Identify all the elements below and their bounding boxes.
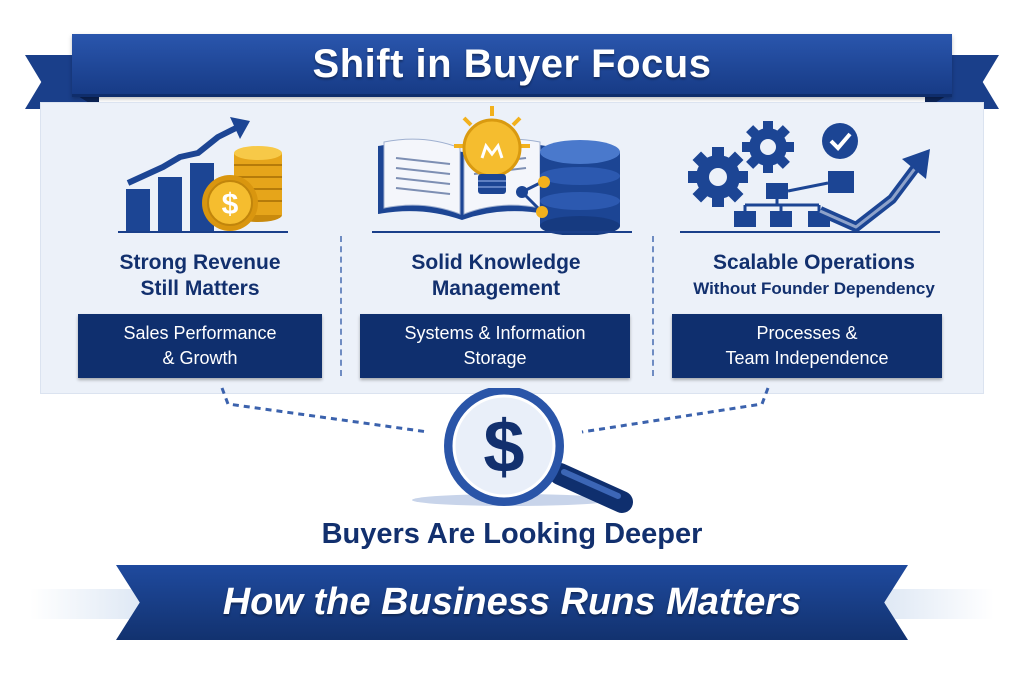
column-1-box-line-2: & Growth xyxy=(162,348,238,368)
title-ribbon: Shift in Buyer Focus xyxy=(72,34,952,97)
column-1-box: Sales Performance & Growth xyxy=(78,314,322,378)
svg-text:$: $ xyxy=(222,188,239,221)
bottom-banner: How the Business Runs Matters xyxy=(116,565,908,640)
bottom-banner-text: How the Business Runs Matters xyxy=(222,581,802,623)
column-1-box-line-1: Sales Performance xyxy=(123,323,277,343)
knowledge-database-icon xyxy=(372,106,632,235)
column-3-box: Processes & Team Independence xyxy=(672,314,942,378)
revenue-growth-icon: $ xyxy=(118,117,288,233)
column-3-box-line-2: Team Independence xyxy=(725,348,889,368)
column-2-box: Systems & Information Storage xyxy=(360,314,630,378)
column-2-title-line-1: Solid Knowledge xyxy=(411,251,581,274)
column-3-box-line-1: Processes & xyxy=(756,323,858,343)
page-title: Shift in Buyer Focus xyxy=(312,41,712,86)
column-3-title-line-1: Scalable Operations xyxy=(713,251,915,274)
column-3-title: Scalable Operations Without Founder Depe… xyxy=(654,250,974,302)
column-divider-2 xyxy=(652,236,654,376)
column-2-box-line-1: Systems & Information xyxy=(404,323,586,343)
svg-text:$: $ xyxy=(483,405,524,488)
column-2-title-line-2: Management xyxy=(431,277,561,300)
magnifier-dollar-icon: $ xyxy=(412,388,633,513)
column-1-title: Strong Revenue Still Matters xyxy=(50,250,350,302)
buyers-label: Buyers Are Looking Deeper xyxy=(321,518,703,550)
column-3-title-line-2: Without Founder Dependency xyxy=(693,279,935,298)
column-2-box-line-2: Storage xyxy=(463,348,527,368)
column-2-title: Solid Knowledge Management xyxy=(346,250,646,302)
column-1-title-line-2: Still Matters xyxy=(140,277,260,300)
column-divider-1 xyxy=(340,236,342,376)
column-1-title-line-1: Strong Revenue xyxy=(119,251,281,274)
scalable-operations-icon xyxy=(680,121,940,233)
